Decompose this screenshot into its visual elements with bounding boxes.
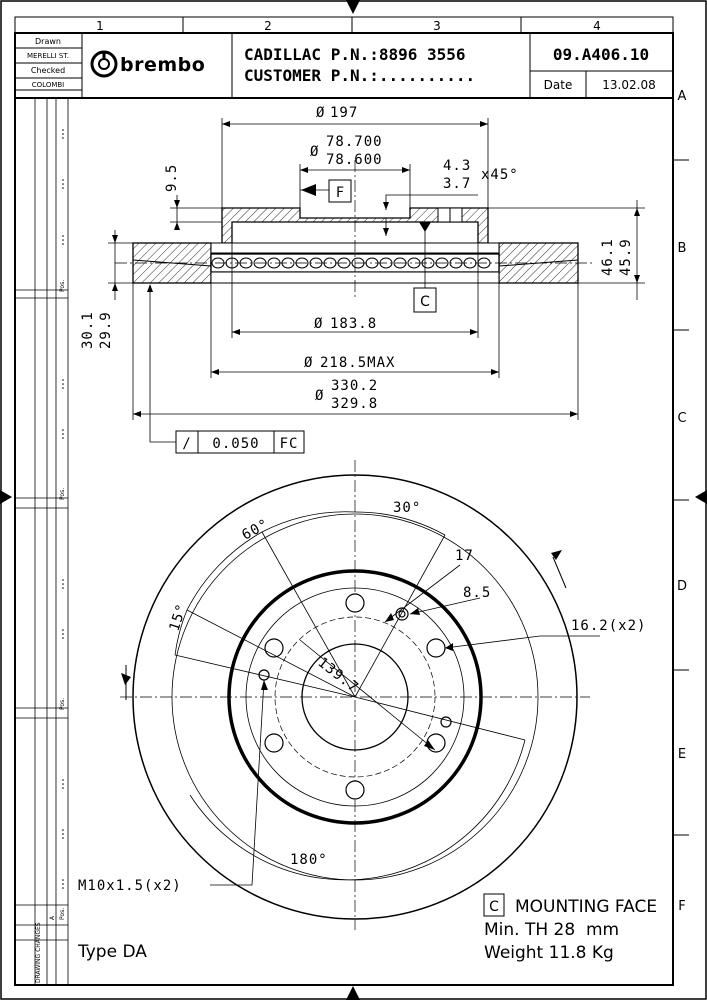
section-dimension-lines: [108, 118, 645, 443]
row-grid: [673, 159, 689, 836]
brand-wordmark: brembo: [120, 54, 205, 76]
column-label-4: 4: [593, 19, 601, 33]
min-thickness-note: Min. TH 28 mm: [484, 920, 619, 940]
angle-180: 180°: [290, 852, 328, 868]
angle-30: 30°: [393, 500, 421, 516]
dim-chamfer-angle: x45°: [481, 167, 519, 183]
tolerance-value: 0.050: [212, 436, 259, 452]
thread-spec: M10x1.5(x2): [78, 878, 182, 894]
hole-8-5: 8.5: [463, 585, 491, 601]
dim-vent-max: 218.5MAX: [320, 355, 395, 371]
rotation-indicator: [125, 556, 567, 700]
dim-pilot-diameter-symbol: Ø: [310, 144, 319, 160]
plan-leader-lines: [174, 511, 600, 886]
checked-label: Checked: [31, 66, 65, 75]
datum-f-text: F: [336, 185, 344, 201]
drawn-name: MERELLI ST.: [27, 52, 69, 60]
tolerance-symbol: /: [182, 436, 191, 452]
runout-tolerance-frame: / 0.050 FC: [175, 430, 305, 454]
datum-c-box: C: [413, 287, 437, 313]
disc-cross-section: [132, 207, 579, 284]
dim-197: 197: [330, 105, 358, 121]
date-label: Date: [544, 78, 573, 92]
row-label-e: E: [678, 747, 686, 762]
pos-label-1: Pos.: [59, 280, 66, 292]
dim-outer-max: 330.2: [331, 378, 378, 394]
dim-outer-symbol: Ø: [315, 388, 324, 404]
dim-thickness-min: 29.9: [98, 311, 114, 349]
dim-chamfer-max: 4.3: [443, 158, 471, 174]
datum-c-text: C: [420, 294, 430, 310]
plan-centerlines: [120, 460, 590, 930]
column-label-1: 1: [96, 19, 104, 33]
dim-chamfer-min: 3.7: [443, 176, 471, 192]
angle-15: 15°: [167, 601, 191, 633]
dim-thickness-max: 30.1: [80, 311, 96, 349]
title-block: [15, 33, 673, 99]
weight-note: Weight 11.8 Kg: [484, 943, 614, 963]
brembo-logo: brembo: [90, 50, 205, 78]
section-arrowheads: [112, 121, 640, 417]
row-label-f: F: [678, 899, 685, 914]
dim-hat-inner-symbol: Ø: [314, 316, 323, 332]
tolerance-datums: FC: [280, 436, 299, 452]
dim-pilot-min: 78.600: [326, 152, 383, 168]
pcd-139-7: 139.7: [315, 655, 362, 697]
type-note: Type DA: [77, 942, 147, 962]
row-label-b: B: [678, 241, 687, 256]
row-label-d: D: [677, 579, 687, 594]
dim-hat-inner: 183.8: [330, 316, 377, 332]
date-value: 13.02.08: [602, 78, 655, 92]
row-label-a: A: [678, 89, 687, 104]
column-label-3: 3: [433, 19, 441, 33]
datum-f-box: F: [328, 179, 352, 203]
revision-a-label: A: [49, 915, 56, 920]
checked-name: COLOMBI: [32, 81, 64, 89]
part-number-line: CADILLAC P.N.:8896 3556: [244, 45, 466, 64]
column-label-2: 2: [264, 19, 272, 33]
column-grid: [14, 16, 674, 34]
angle-60: 60°: [239, 516, 271, 543]
drawn-label: Drawn: [35, 37, 61, 46]
pos-label-2: Pos.: [59, 488, 66, 500]
mounting-face-label: MOUNTING FACE: [515, 897, 657, 917]
stud-holes-16-2: 16.2(x2): [571, 618, 646, 634]
revision-dots: [62, 129, 64, 889]
customer-part-line: CUSTOMER P.N.:..........: [244, 66, 475, 85]
pos-label-4: Pos.: [59, 908, 66, 920]
section-centerlines: [115, 160, 595, 300]
mounting-face-note: C MOUNTING FACE: [483, 893, 657, 917]
row-label-c: C: [677, 411, 686, 426]
hole-17: 17: [455, 548, 474, 564]
dim-vent-symbol: Ø: [304, 355, 313, 371]
dim-197-diameter-symbol: Ø: [316, 105, 325, 121]
dim-height-min: 45.9: [618, 238, 634, 276]
mounting-face-code: C: [489, 899, 499, 915]
dim-pilot-max: 78.700: [326, 134, 383, 150]
drawing-changes-label: DRAWING CHANGES: [35, 922, 42, 983]
dim-hat-offset: 9.5: [164, 164, 180, 192]
revision-strip: [15, 98, 69, 985]
dim-outer-min: 329.8: [331, 396, 378, 412]
pos-label-3: Pos.: [59, 698, 66, 710]
dim-height-max: 46.1: [600, 238, 616, 276]
drawing-number: 09.A406.10: [553, 45, 649, 64]
